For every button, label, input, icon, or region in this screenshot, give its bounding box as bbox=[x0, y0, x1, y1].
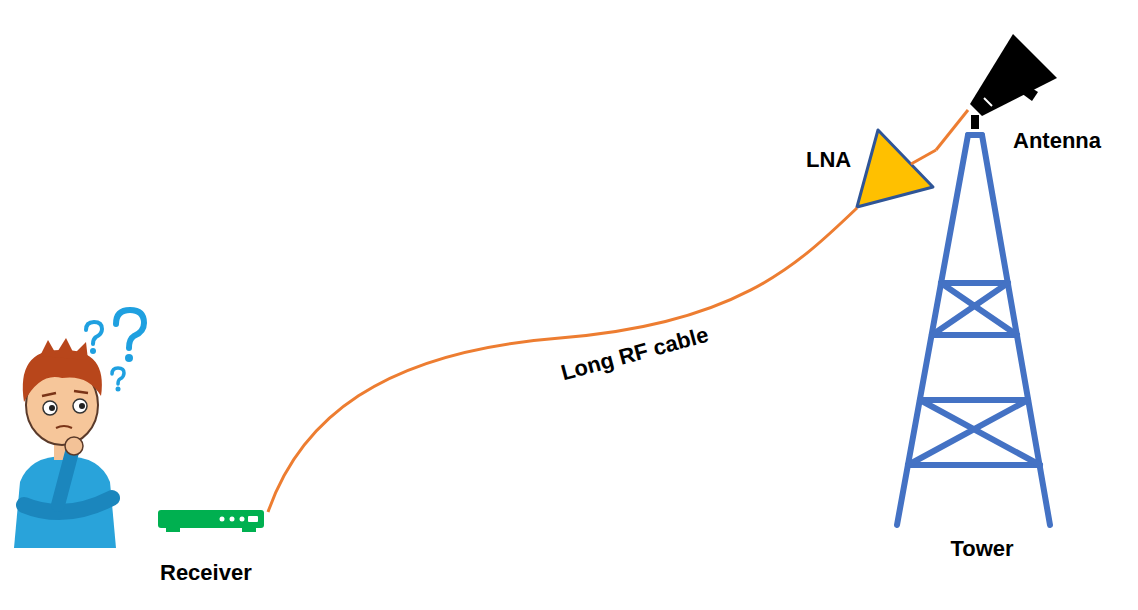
horn-antenna bbox=[970, 34, 1057, 129]
node-label: LNA bbox=[806, 147, 851, 173]
rf-cable bbox=[268, 208, 857, 512]
lna-amplifier bbox=[857, 130, 936, 207]
tower-lattice bbox=[897, 135, 1050, 525]
amplifier-node: LNA bbox=[800, 125, 936, 208]
tower-node: Tower bbox=[890, 120, 1060, 575]
cable-label: Long RF cable bbox=[556, 321, 715, 387]
node-label: Antenna bbox=[1013, 128, 1101, 154]
person-figure bbox=[14, 338, 116, 548]
rf-cable bbox=[936, 110, 968, 150]
node-label: Tower bbox=[950, 536, 1013, 562]
receiver-device bbox=[158, 510, 264, 532]
node-label: Receiver bbox=[160, 560, 252, 586]
question-marks bbox=[86, 310, 144, 392]
receiver-node: Receiver bbox=[150, 500, 268, 592]
antenna-node: Antenna bbox=[968, 25, 1125, 156]
